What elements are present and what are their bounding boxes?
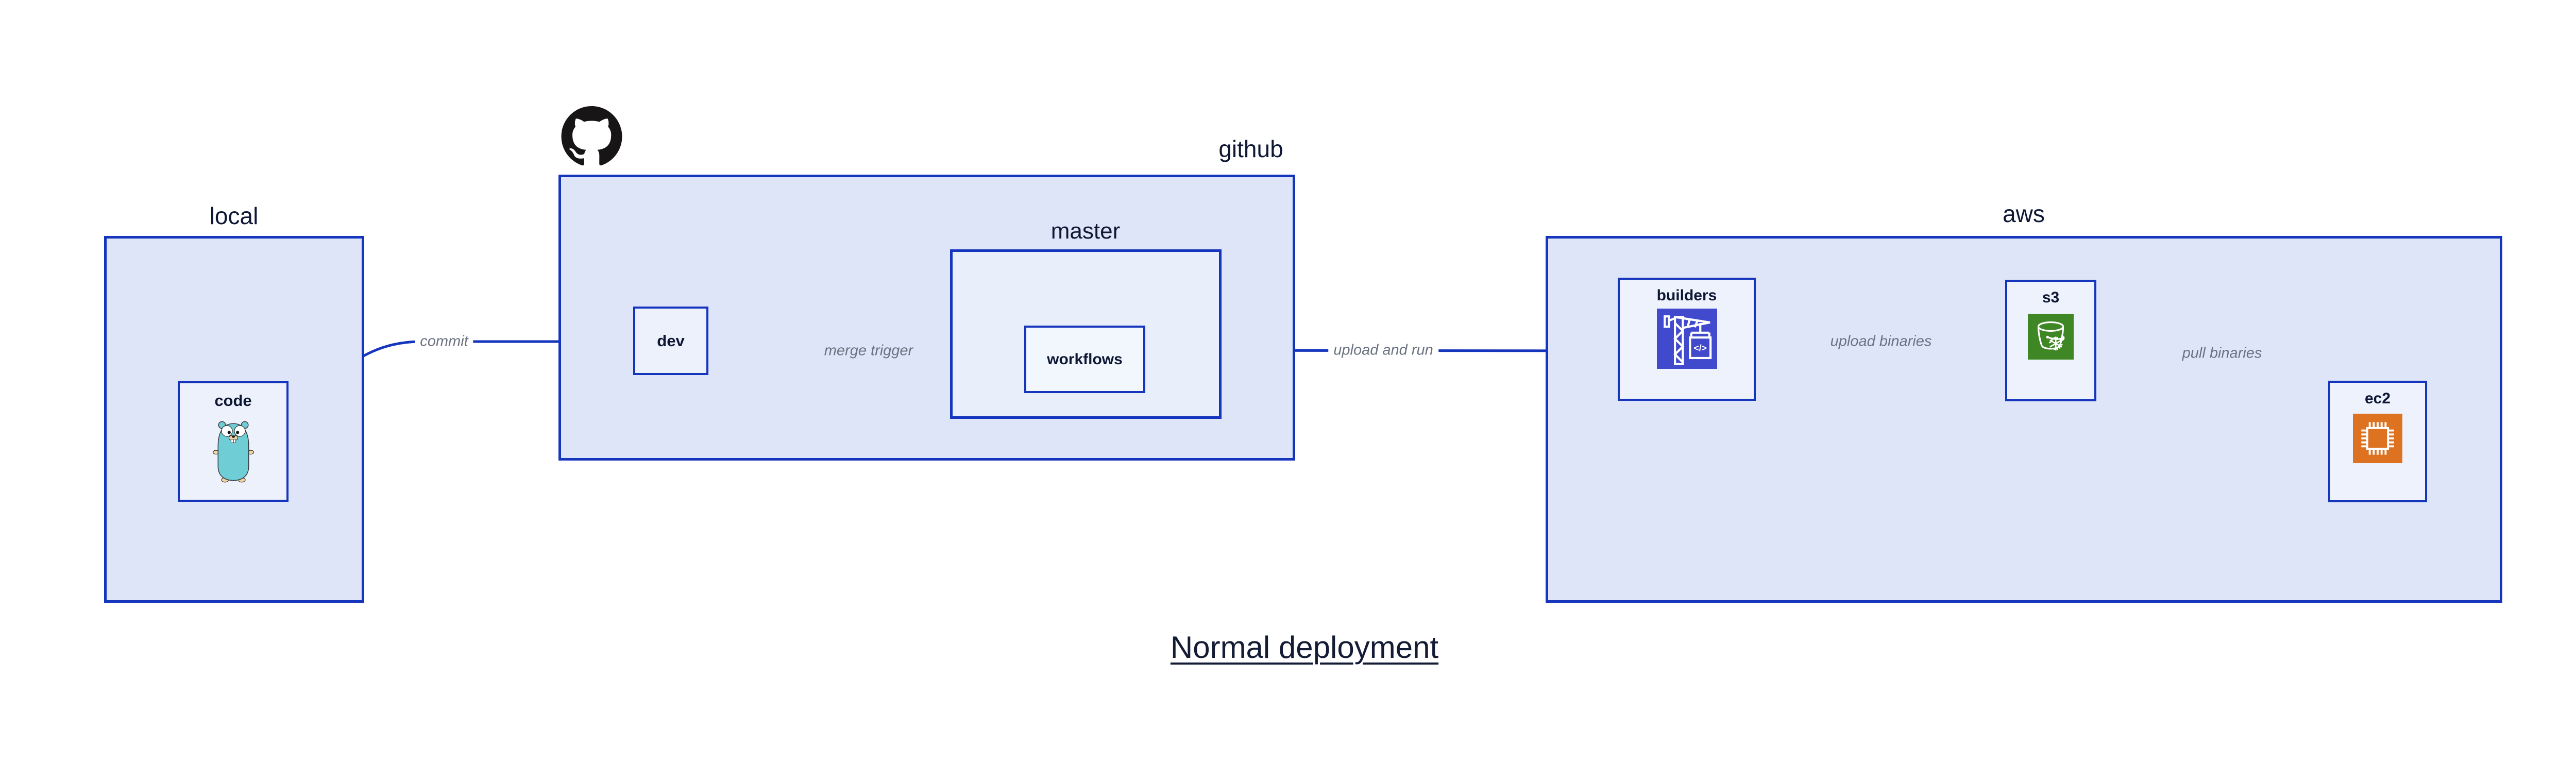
node-code: code [178, 381, 289, 502]
node-workflows: workflows [1024, 326, 1145, 393]
node-label-dev: dev [657, 331, 685, 350]
group-label-master: master [1050, 218, 1121, 244]
go-gopher-icon [212, 421, 254, 483]
node-label-ec2: ec2 [2364, 390, 2391, 407]
node-dev: dev [633, 307, 708, 375]
group-label-aws: aws [2003, 200, 2045, 227]
cpu-chip-icon [2353, 414, 2402, 463]
edge-label-merge-trigger: merge trigger [819, 341, 919, 361]
edge-label-pull-binaries: pull binaries [2177, 344, 2267, 363]
node-label-builders: builders [1656, 287, 1717, 304]
edge-label-upload-binaries: upload binaries [1825, 332, 1937, 351]
group-label-local: local [209, 202, 259, 229]
edge-label-upload-and-run: upload and run [1328, 341, 1438, 360]
diagram-title: Normal deployment [1170, 630, 1439, 665]
node-label-code: code [214, 392, 252, 410]
node-ec2: ec2 [2328, 381, 2427, 502]
edge-label-commit: commit [415, 332, 473, 351]
crane-codebuild-icon: </> [1656, 309, 1717, 369]
svg-text:</>: </> [1693, 343, 1706, 353]
node-builders: builders </> [1618, 278, 1756, 401]
node-s3: s3 [2005, 280, 2096, 401]
bucket-snowflake-icon [2028, 314, 2074, 360]
node-label-workflows: workflows [1047, 350, 1123, 368]
node-label-s3: s3 [2042, 289, 2060, 306]
github-octocat-logo-icon [561, 106, 622, 166]
group-label-github: github [1218, 135, 1283, 162]
